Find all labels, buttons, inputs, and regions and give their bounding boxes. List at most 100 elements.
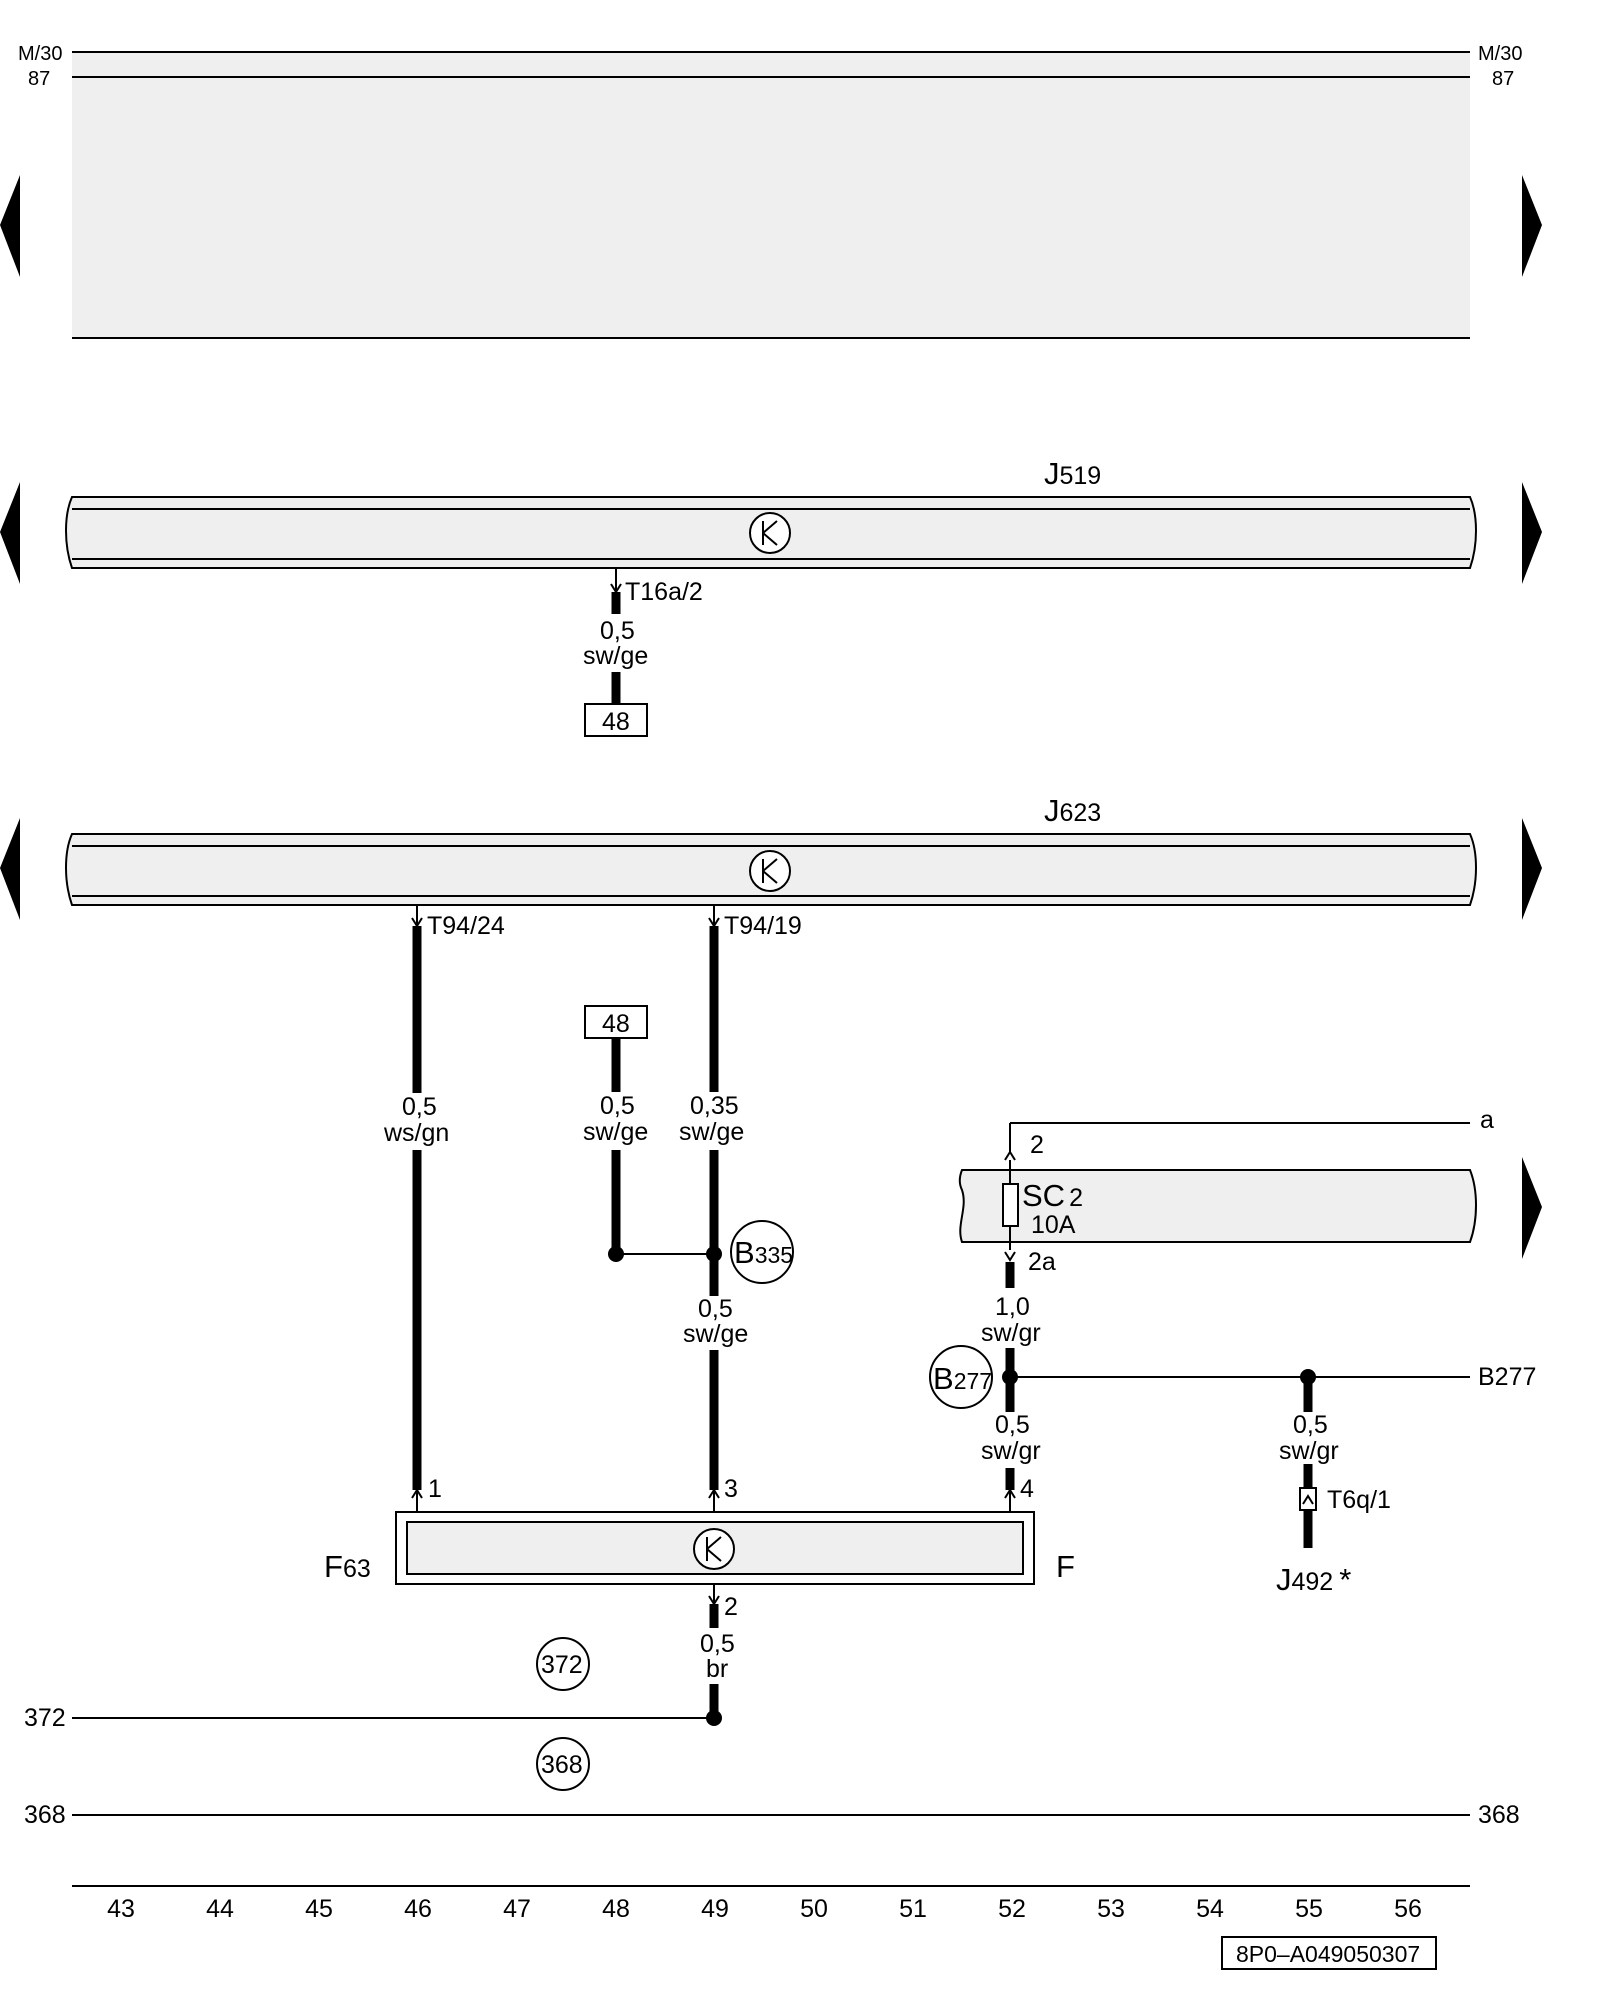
fuse-rating: 10A <box>1031 1211 1076 1239</box>
rail-87-left: 87 <box>28 68 50 90</box>
top-rail-band: M/30 87 M/30 87 <box>18 43 1522 339</box>
j623-label: J623 <box>1044 793 1101 828</box>
doc-code: 8P0–A049050307 <box>1221 1936 1437 1970</box>
wire-size: 0,5 <box>698 1295 733 1323</box>
pin-3: 3 <box>724 1475 738 1503</box>
arrow-left-icon <box>0 175 20 277</box>
fuse-pin-in: 2 <box>1030 1131 1044 1159</box>
pin-1: 1 <box>428 1475 442 1503</box>
wire-t94-24: T94/24 0,5 ws/gn 1 <box>383 905 505 1512</box>
wire-size: 0,5 <box>600 617 635 645</box>
rail-87-right: 87 <box>1492 68 1514 90</box>
svg-text:B335: B335 <box>734 1235 793 1270</box>
junction-dot <box>706 1246 722 1262</box>
grid-number: 53 <box>1097 1895 1125 1923</box>
rail-m30-right: M/30 <box>1478 43 1522 65</box>
grid-number: 55 <box>1295 1895 1323 1923</box>
grid-number: 50 <box>800 1895 828 1923</box>
arrow-right-icon <box>1522 818 1542 920</box>
wire-size: 0,5 <box>600 1092 635 1120</box>
grid-number: 44 <box>206 1895 234 1923</box>
grid-number: 56 <box>1394 1895 1422 1923</box>
ref-box-48 <box>584 703 648 737</box>
fuse-icon <box>1002 1183 1019 1227</box>
junction-b277 <box>929 1345 993 1409</box>
grid-numbers: 43 44 45 46 47 48 49 50 51 52 53 54 55 56 <box>107 1895 1422 1923</box>
wire-size: 0,5 <box>995 1411 1030 1439</box>
pin-2: 2 <box>724 1593 738 1621</box>
rail-m30-left: M/30 <box>18 43 62 65</box>
wire-sc-b277: 1,0 sw/gr B277 B277 0,5 sw/gr 4 <box>929 1262 1536 1512</box>
continuation-arrows <box>0 175 1542 1259</box>
wire-size: 0,35 <box>690 1092 739 1120</box>
connector-t94-19: T94/19 <box>724 912 802 940</box>
svg-text:372: 372 <box>541 1651 583 1679</box>
f-right-label: F <box>1056 1549 1075 1584</box>
ecu-symbol-icon <box>749 512 791 554</box>
branch-j492: 0,5 sw/gr T6q/1 J492* <box>1276 1369 1391 1597</box>
j492-label: J492* <box>1276 1562 1351 1597</box>
arrow-right-icon <box>1522 482 1542 584</box>
ground-point-368 <box>536 1737 590 1791</box>
ecu-symbol-icon <box>749 850 791 892</box>
ground-368-right: 368 <box>1478 1801 1520 1829</box>
svg-text:B277: B277 <box>933 1361 992 1396</box>
svg-text:368: 368 <box>541 1751 583 1779</box>
connector-t6q1: T6q/1 <box>1327 1486 1391 1514</box>
arrow-right-icon <box>1522 1157 1542 1259</box>
wire-ref-a: a <box>1480 1106 1494 1134</box>
wire-from-48: 48 0,5 sw/ge <box>583 1005 714 1262</box>
wire-color: sw/ge <box>679 1118 744 1146</box>
grid-scale: 43 44 45 46 47 48 49 50 51 52 53 54 55 56 <box>72 1885 1470 1923</box>
arrow-right-icon <box>1522 175 1542 277</box>
f63-label: F63 <box>324 1549 371 1584</box>
component-f63: F63 F <box>324 1511 1075 1585</box>
wire-size: 0,5 <box>402 1093 437 1121</box>
svg-text:48: 48 <box>602 708 630 736</box>
grid-number: 51 <box>899 1895 927 1923</box>
wire-color: sw/gr <box>981 1319 1041 1347</box>
b277-right-ref: B277 <box>1478 1363 1536 1391</box>
module-j623: J623 <box>65 793 1477 906</box>
wire-color: ws/gn <box>383 1119 449 1147</box>
ground-point-372 <box>536 1637 590 1691</box>
wire-size: 0,5 <box>700 1630 735 1658</box>
ground-372-left: 372 <box>24 1704 66 1732</box>
ground-368-left: 368 <box>24 1801 66 1829</box>
svg-text:48: 48 <box>602 1010 630 1038</box>
arrow-left-icon <box>0 818 20 920</box>
grid-number: 45 <box>305 1895 333 1923</box>
pin-4: 4 <box>1020 1475 1034 1503</box>
grid-number: 43 <box>107 1895 135 1923</box>
module-j519: J519 <box>65 456 1477 569</box>
grid-number: 47 <box>503 1895 531 1923</box>
wire-color: sw/gr <box>1279 1437 1339 1465</box>
j519-label: J519 <box>1044 456 1101 491</box>
grid-number: 46 <box>404 1895 432 1923</box>
wire-color: sw/gr <box>981 1437 1041 1465</box>
grid-number: 54 <box>1196 1895 1224 1923</box>
connector-t16a2: T16a/2 <box>625 578 703 606</box>
grid-number: 48 <box>602 1895 630 1923</box>
wire-color: sw/ge <box>583 1118 648 1146</box>
branch-t16a2: T16a/2 0,5 sw/ge 48 <box>583 568 703 737</box>
wire-ground: 2 0,5 br 372 372 <box>24 1584 738 1732</box>
wire-t94-19: T94/19 0,35 sw/ge B335 0,5 sw/ge 3 <box>679 905 802 1512</box>
wire-color: sw/ge <box>583 642 648 670</box>
grid-number: 52 <box>998 1895 1026 1923</box>
arrow-left-icon <box>0 482 20 584</box>
junction-b335 <box>730 1220 794 1284</box>
fuse-pin-out: 2a <box>1028 1248 1056 1276</box>
ground-368: 368 368 368 <box>24 1737 1520 1829</box>
grid-number: 49 <box>701 1895 729 1923</box>
wire-color: br <box>706 1655 728 1683</box>
connector-icon <box>1299 1487 1317 1511</box>
connector-t94-24: T94/24 <box>427 912 505 940</box>
wire-size: 1,0 <box>995 1293 1030 1321</box>
doc-code-text: 8P0–A049050307 <box>1236 1941 1420 1967</box>
wire-size: 0,5 <box>1293 1411 1328 1439</box>
sensor-symbol-icon <box>693 1528 735 1570</box>
